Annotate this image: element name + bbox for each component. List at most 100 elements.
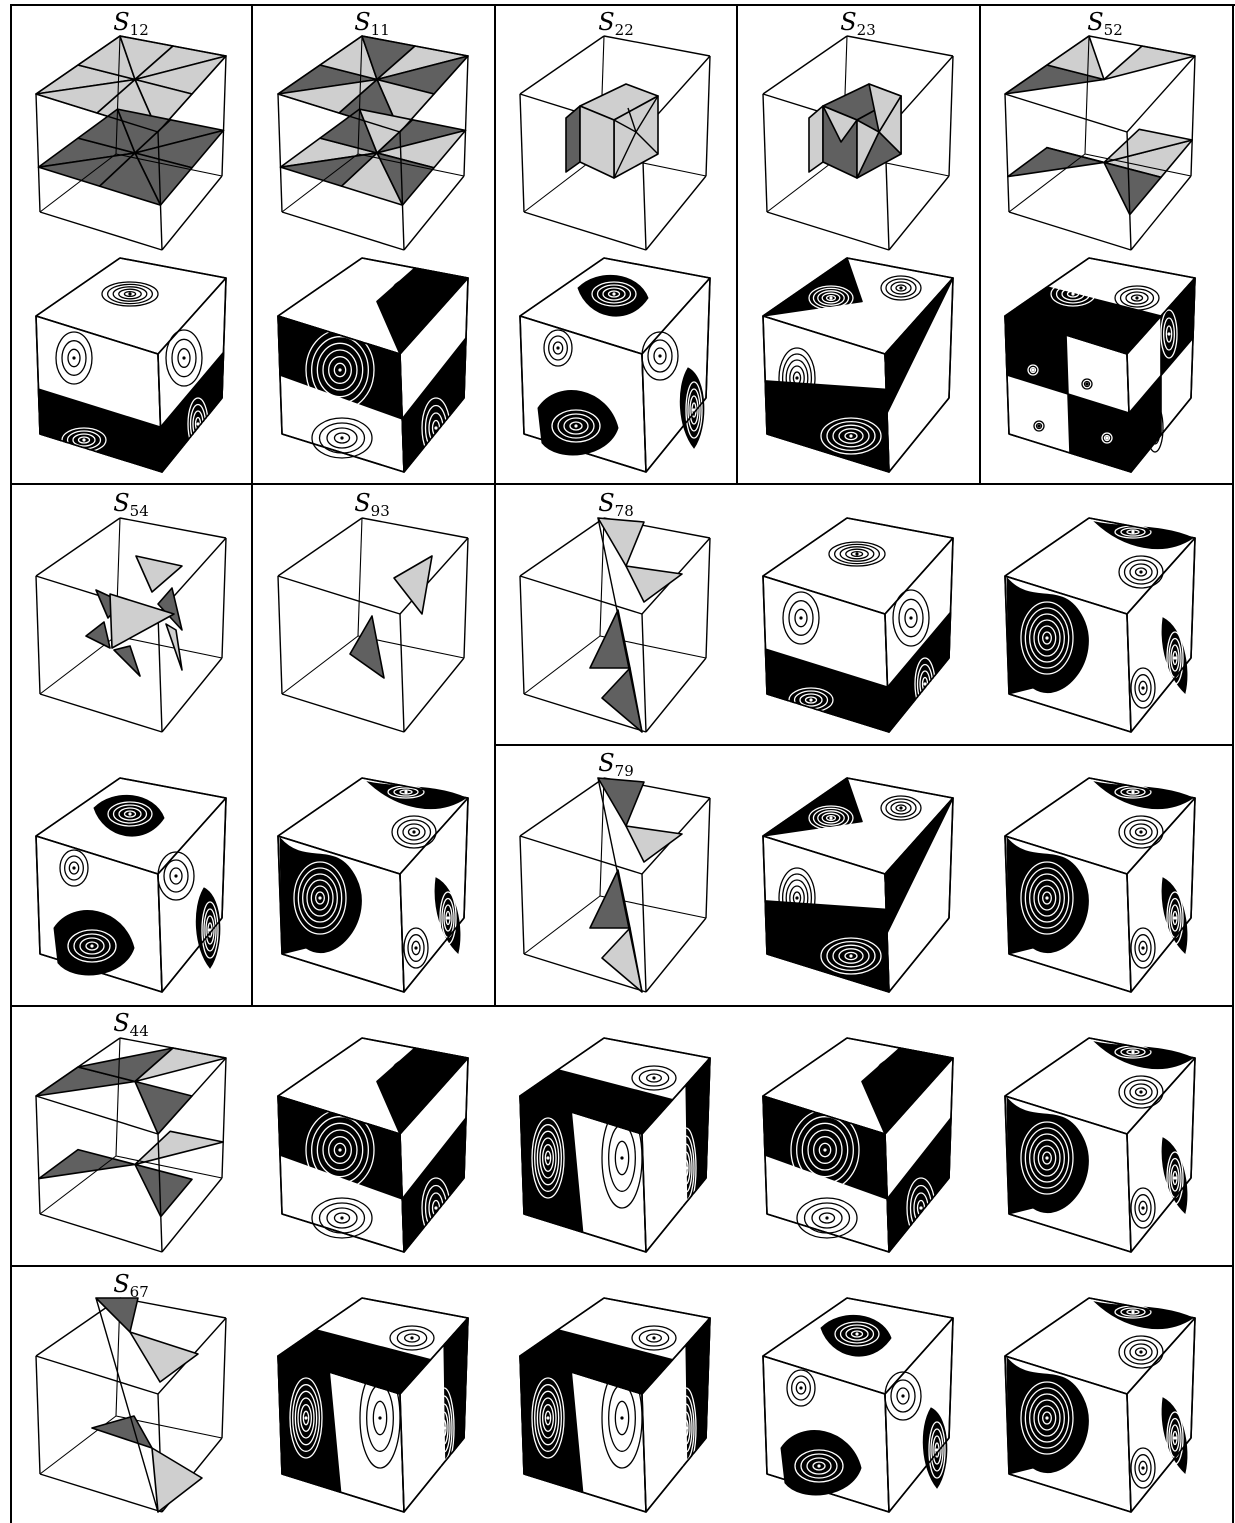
grid-col-divider-2 bbox=[494, 4, 496, 485]
sym-tri bbox=[598, 778, 644, 826]
cube-edge bbox=[889, 176, 949, 250]
cube-edge bbox=[847, 36, 953, 56]
critical-point bbox=[809, 698, 812, 701]
cube-hidden-edge bbox=[282, 636, 358, 694]
symmetry-cube bbox=[34, 1038, 230, 1252]
nodal-cube bbox=[1003, 518, 1199, 732]
cube-edge bbox=[464, 538, 468, 658]
cube-edge bbox=[36, 1356, 158, 1394]
critical-point bbox=[414, 946, 417, 949]
cube-edge bbox=[162, 658, 222, 732]
critical-point bbox=[338, 1148, 341, 1151]
critical-point bbox=[412, 1070, 415, 1073]
critical-point bbox=[1135, 296, 1138, 299]
sym-tri bbox=[394, 556, 432, 614]
nodal-cube bbox=[761, 1298, 957, 1512]
critical-point bbox=[1141, 1466, 1144, 1469]
critical-point bbox=[652, 1336, 655, 1339]
critical-point bbox=[1045, 636, 1048, 639]
sym-tri bbox=[96, 1298, 138, 1332]
symmetry-cube bbox=[34, 36, 230, 250]
cube-edge bbox=[520, 576, 524, 694]
cube-edge bbox=[524, 212, 646, 250]
critical-point bbox=[546, 1416, 549, 1419]
critical-point bbox=[82, 438, 85, 441]
critical-point bbox=[574, 424, 577, 427]
critical-point bbox=[817, 1464, 820, 1467]
sym-tri bbox=[598, 518, 644, 566]
cube-edge bbox=[36, 1096, 40, 1214]
cube-edge bbox=[36, 1356, 40, 1474]
critical-point bbox=[901, 1394, 904, 1397]
critical-point bbox=[1139, 1090, 1142, 1093]
cube-edge bbox=[278, 518, 362, 576]
critical-point bbox=[1141, 1206, 1144, 1209]
nodal-cube bbox=[1003, 258, 1199, 472]
nodal-region bbox=[765, 901, 889, 992]
grid-col-divider-6 bbox=[494, 485, 496, 1005]
critical-point bbox=[304, 1416, 307, 1419]
sym-tri bbox=[626, 826, 682, 862]
grid-border-right bbox=[1232, 4, 1234, 1523]
cube-edge bbox=[646, 918, 706, 992]
cube-edge bbox=[646, 658, 706, 732]
cube-hidden-edge bbox=[116, 1038, 120, 1156]
cube-edge bbox=[646, 176, 706, 250]
critical-point bbox=[1045, 1156, 1048, 1159]
critical-point bbox=[1045, 896, 1048, 899]
cube-edge bbox=[40, 212, 162, 250]
sym-tri bbox=[136, 556, 182, 592]
cube-edge bbox=[520, 36, 604, 94]
critical-point bbox=[1037, 424, 1040, 427]
cube-edge bbox=[706, 56, 710, 176]
label-s79: S79 bbox=[598, 749, 634, 780]
critical-point bbox=[899, 806, 902, 809]
critical-point bbox=[1131, 1050, 1134, 1053]
critical-point bbox=[927, 376, 930, 379]
critical-point bbox=[897, 1070, 900, 1073]
symmetry-cube bbox=[518, 36, 714, 250]
critical-point bbox=[1045, 1416, 1048, 1419]
inner-cube-side bbox=[809, 106, 823, 172]
cube-edge bbox=[362, 518, 468, 538]
cube-edge bbox=[520, 576, 642, 614]
cube-edge bbox=[278, 576, 282, 694]
cube-edge bbox=[706, 798, 710, 918]
critical-point bbox=[1173, 656, 1176, 659]
cube-edge bbox=[222, 1318, 226, 1438]
grid-col-divider-5 bbox=[251, 485, 253, 1005]
grid-subrow-divider bbox=[494, 744, 1234, 746]
cube-hidden-edge bbox=[358, 518, 362, 636]
cube-edge bbox=[36, 518, 120, 576]
cube-edge bbox=[120, 518, 226, 538]
critical-point bbox=[684, 1426, 687, 1429]
critical-point bbox=[1139, 570, 1142, 573]
critical-point bbox=[1139, 1350, 1142, 1353]
cube-edge bbox=[763, 94, 767, 212]
cube-edge bbox=[404, 658, 464, 732]
nodal-cube bbox=[276, 778, 472, 992]
cube-edge bbox=[763, 36, 847, 94]
critical-point bbox=[1131, 530, 1134, 533]
nodal-cube bbox=[761, 518, 957, 732]
cube-edge bbox=[222, 1058, 226, 1178]
critical-point bbox=[556, 346, 559, 349]
critical-point bbox=[90, 944, 93, 947]
grid-row-divider-1 bbox=[10, 483, 1234, 485]
critical-point bbox=[446, 916, 449, 919]
cube-edge bbox=[1009, 212, 1131, 250]
symmetry-cube bbox=[761, 36, 957, 250]
nodal-cube bbox=[276, 258, 472, 472]
critical-point bbox=[829, 816, 832, 819]
cube-edge bbox=[520, 836, 642, 874]
cube-edge bbox=[520, 94, 524, 212]
critical-point bbox=[1131, 790, 1134, 793]
critical-point bbox=[404, 790, 407, 793]
inner-cube-side bbox=[566, 106, 580, 172]
label-s11: S11 bbox=[354, 8, 390, 39]
critical-point bbox=[829, 296, 832, 299]
label-s23: S23 bbox=[840, 8, 876, 39]
critical-point bbox=[799, 616, 802, 619]
critical-point bbox=[1071, 292, 1074, 295]
sym-tri bbox=[158, 588, 182, 630]
